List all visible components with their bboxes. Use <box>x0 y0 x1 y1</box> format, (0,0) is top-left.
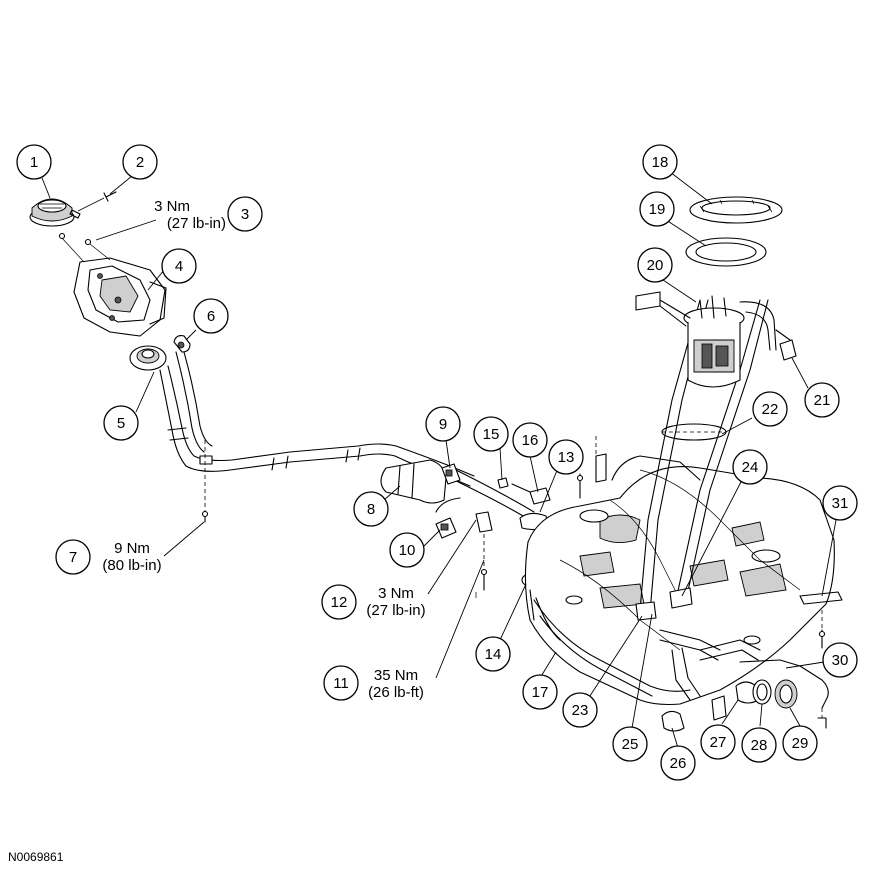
fuel-pump-gasket <box>661 423 727 441</box>
svg-text:5: 5 <box>117 415 125 432</box>
svg-text:12: 12 <box>331 594 348 611</box>
svg-text:(27 lb-in): (27 lb-in) <box>167 215 226 232</box>
callout-18: 18 <box>642 144 678 180</box>
svg-text:3: 3 <box>241 206 249 223</box>
svg-text:13: 13 <box>558 449 575 466</box>
tank-strap <box>799 591 843 649</box>
callout-25: 25 <box>612 726 648 762</box>
fuel-pump-module <box>635 291 777 388</box>
tank-fittings <box>661 659 829 732</box>
callout-1: 1 <box>16 144 52 180</box>
callout-29: 29 <box>782 725 818 761</box>
callout-23: 23 <box>562 692 598 728</box>
fuel-tank <box>524 436 835 706</box>
torque-spec-11: 35 Nm (26 lb-ft) <box>368 667 424 701</box>
svg-text:18: 18 <box>652 154 669 171</box>
callout-4: 4 <box>161 248 197 284</box>
svg-text:19: 19 <box>649 201 666 218</box>
svg-text:16: 16 <box>522 432 539 449</box>
fuel-pump-seal <box>685 237 767 267</box>
callout-20: 20 <box>637 247 673 283</box>
leader-lines <box>41 171 837 749</box>
svg-text:1: 1 <box>30 154 38 171</box>
callout-30: 30 <box>822 642 858 678</box>
svg-text:20: 20 <box>647 257 664 274</box>
svg-text:4: 4 <box>175 258 183 275</box>
callout-16: 16 <box>512 422 548 458</box>
screw-small <box>69 191 117 219</box>
callout-8: 8 <box>353 491 389 527</box>
callout-14: 14 <box>475 636 511 672</box>
callout-22: 22 <box>752 391 788 427</box>
callout-24: 24 <box>732 449 768 485</box>
svg-text:29: 29 <box>792 735 809 752</box>
svg-text:15: 15 <box>483 426 500 443</box>
svg-text:28: 28 <box>751 737 768 754</box>
callout-31: 31 <box>822 485 858 521</box>
svg-text:3 Nm: 3 Nm <box>378 585 414 602</box>
callout-7: 7 <box>55 539 91 575</box>
svg-text:25: 25 <box>622 736 639 753</box>
svg-text:8: 8 <box>367 501 375 518</box>
callout-3: 3 <box>227 196 263 232</box>
callout-13: 13 <box>548 439 584 475</box>
bracket-bolts <box>475 511 493 598</box>
svg-text:3 Nm: 3 Nm <box>154 198 190 215</box>
svg-text:14: 14 <box>485 646 502 663</box>
callout-12: 12 <box>321 584 357 620</box>
callout-27: 27 <box>700 724 736 760</box>
svg-text:35 Nm: 35 Nm <box>374 667 418 684</box>
callout-17: 17 <box>522 674 558 710</box>
fuel-supply-lines <box>635 299 769 701</box>
svg-text:2: 2 <box>136 154 144 171</box>
fuel-pump-lock-ring <box>689 196 783 224</box>
hose-clamp-10 <box>435 497 461 539</box>
svg-text:23: 23 <box>572 702 589 719</box>
callout-21: 21 <box>804 382 840 418</box>
svg-text:26: 26 <box>670 755 687 772</box>
svg-text:(80 lb-in): (80 lb-in) <box>102 557 161 574</box>
callout-2: 2 <box>122 144 158 180</box>
svg-text:11: 11 <box>333 675 349 692</box>
callout-10: 10 <box>389 532 425 568</box>
svg-text:(26 lb-ft): (26 lb-ft) <box>368 684 424 701</box>
callout-6: 6 <box>193 298 229 334</box>
callout-5: 5 <box>103 405 139 441</box>
callout-19: 19 <box>639 191 675 227</box>
fuel-filler-housing <box>58 232 167 337</box>
svg-text:24: 24 <box>742 459 759 476</box>
callout-26: 26 <box>660 745 696 781</box>
svg-text:9 Nm: 9 Nm <box>114 540 150 557</box>
svg-text:7: 7 <box>69 549 77 566</box>
torque-spec-12: 3 Nm (27 lb-in) <box>366 585 425 619</box>
svg-text:31: 31 <box>832 495 849 512</box>
svg-text:30: 30 <box>832 652 849 669</box>
callout-11: 11 <box>323 665 359 701</box>
figure-id: N0069861 <box>8 850 64 864</box>
svg-text:21: 21 <box>814 392 831 409</box>
svg-text:6: 6 <box>207 308 215 325</box>
svg-text:9: 9 <box>439 416 447 433</box>
fuel-filler-cap <box>29 198 75 227</box>
torque-spec-3: 3 Nm (27 lb-in) <box>154 198 226 232</box>
callout-28: 28 <box>741 727 777 763</box>
svg-text:(27 lb-in): (27 lb-in) <box>366 602 425 619</box>
callout-15: 15 <box>473 416 509 452</box>
filler-hose <box>380 459 447 504</box>
electrical-connector <box>775 329 797 361</box>
svg-text:10: 10 <box>399 542 416 559</box>
torque-spec-7: 9 Nm (80 lb-in) <box>102 540 161 574</box>
svg-text:22: 22 <box>762 401 779 418</box>
filler-neck-grommet <box>129 345 167 371</box>
svg-text:17: 17 <box>532 684 549 701</box>
svg-text:27: 27 <box>710 734 727 751</box>
callout-9: 9 <box>425 406 461 442</box>
